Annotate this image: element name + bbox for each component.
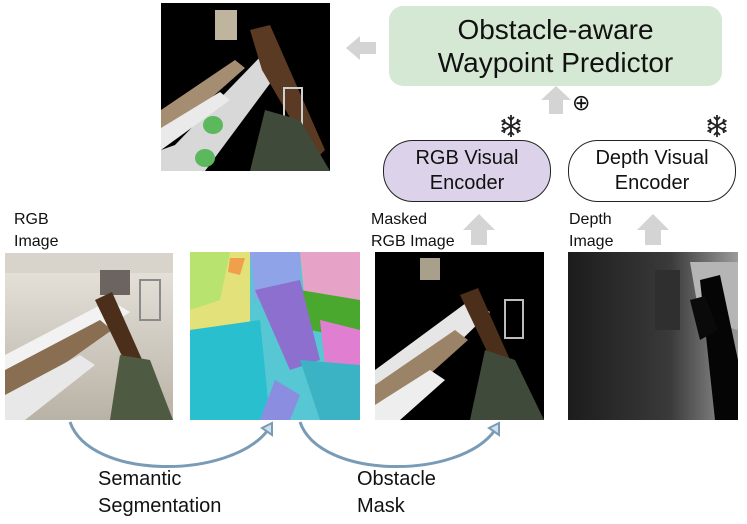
masked-label-line1: Masked	[371, 211, 428, 228]
semantic-segmentation-label: Semantic Segmentation	[98, 466, 221, 520]
combine-symbol: ⊕	[572, 91, 591, 116]
depth-encoder-line1: Depth Visual	[595, 147, 709, 169]
masked-label-line2: RGB Image	[371, 233, 455, 250]
rgb-image-label: RGB Image	[14, 209, 58, 253]
segmentation-label-line2: Segmentation	[98, 495, 222, 517]
rgb-visual-encoder-box: RGB Visual Encoder	[383, 140, 551, 202]
depth-image-label: Depth Image	[569, 209, 613, 253]
obstacle-label-line2: Mask	[357, 495, 405, 517]
depth-up-arrow	[637, 214, 669, 245]
rgb-encoder-line1: RGB Visual	[415, 147, 519, 169]
depth-encoder-line2: Encoder	[614, 172, 690, 194]
rgb-image-label-line1: RGB	[14, 211, 49, 228]
snowflake-icon	[501, 115, 521, 137]
waypoint-marker-2	[195, 149, 215, 167]
rgb-encoder-line2: Encoder	[429, 172, 505, 194]
depth-label-line1: Depth	[569, 211, 612, 228]
predictor-line1: Obstacle-aware	[457, 14, 654, 45]
obstacle-mask-label: Obstacle Mask	[357, 466, 436, 520]
waypoint-predictor-box: Obstacle-aware Waypoint Predictor	[389, 6, 722, 86]
mask-curve-arrow	[298, 421, 497, 469]
rgb-image	[5, 253, 173, 420]
masked-up-arrow	[463, 214, 495, 245]
masked-rgb-image	[375, 252, 544, 420]
obstacle-label-line1: Obstacle	[357, 468, 436, 490]
predictor-line2: Waypoint Predictor	[437, 47, 674, 78]
output-arrow	[346, 36, 376, 60]
segmentation-image	[190, 252, 360, 420]
segmentation-label-line1: Semantic	[98, 468, 182, 490]
segmentation-curve-arrow	[68, 421, 270, 469]
snowflake-icon	[707, 115, 727, 137]
depth-label-line2: Image	[569, 233, 614, 250]
depth-image	[568, 252, 738, 420]
predictor-up-arrow	[541, 86, 571, 114]
rgb-image-label-line2: Image	[14, 233, 59, 250]
waypoint-marker-1	[203, 116, 223, 134]
masked-rgb-image-label: Masked RGB Image	[371, 209, 455, 253]
depth-visual-encoder-box: Depth Visual Encoder	[568, 140, 736, 202]
output-waypoint-image	[161, 3, 330, 171]
